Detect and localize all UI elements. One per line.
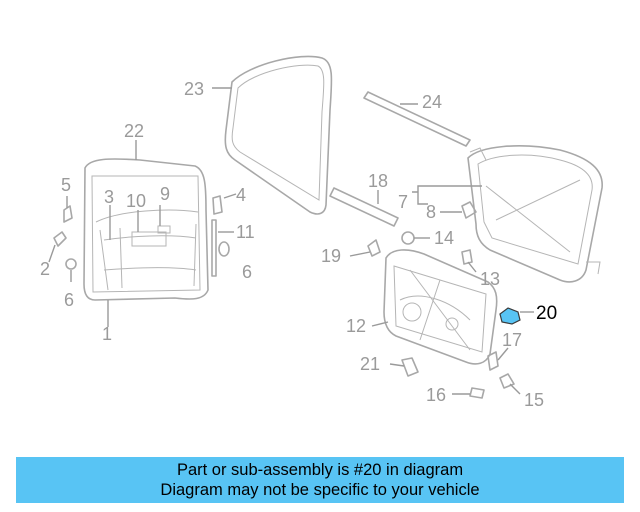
callout-17: 17 — [502, 330, 522, 350]
callout-22: 22 — [124, 121, 144, 141]
part-17-clip — [487, 351, 499, 371]
part-15-fastener — [499, 373, 515, 389]
callout-7: 7 — [398, 192, 408, 212]
callout-18: 18 — [368, 171, 388, 191]
parts-diagram: 23 24 22 3 10 9 4 11 6 5 2 6 1 18 7 8 14… — [40, 55, 603, 410]
part-4-bracket — [212, 195, 223, 215]
part-21-handle-bracket — [401, 357, 419, 377]
banner-line-disclaimer: Diagram may not be specific to your vehi… — [160, 481, 480, 499]
callout-19: 19 — [321, 246, 341, 266]
info-banner: Part or sub-assembly is #20 in diagram D… — [16, 457, 624, 503]
part-2-fastener — [53, 231, 67, 247]
callout-9: 9 — [160, 184, 170, 204]
callout-3: 3 — [104, 187, 114, 207]
callout-4: 4 — [236, 185, 246, 205]
banner-line-part: Part or sub-assembly is #20 in diagram — [176, 461, 464, 479]
leader-lines — [48, 87, 534, 395]
part-12-regulator-panel — [383, 249, 498, 365]
callout-13: 13 — [480, 269, 500, 289]
part-6-grommet-right — [218, 241, 230, 257]
part-18-strip — [329, 187, 399, 227]
callout-20: 20 — [536, 303, 557, 324]
callout-labels: 23 24 22 3 10 9 4 11 6 5 2 6 1 18 7 8 14… — [40, 79, 557, 410]
callout-2: 2 — [40, 259, 50, 279]
part-8-clip — [461, 201, 477, 219]
callout-10: 10 — [126, 191, 146, 211]
part-19-bracket — [367, 239, 381, 257]
part-16-bracket — [469, 387, 485, 399]
part-20-highlighted — [499, 307, 521, 325]
callout-11: 11 — [236, 222, 255, 242]
callout-15: 15 — [524, 390, 544, 410]
callout-14: 14 — [434, 228, 454, 248]
callout-6-right: 6 — [242, 262, 252, 282]
part-5-clip — [63, 205, 73, 223]
callout-12: 12 — [346, 316, 366, 336]
callout-1: 1 — [102, 324, 112, 344]
part-7-door-frame — [467, 145, 603, 283]
part-6-grommet-left — [65, 258, 77, 270]
part-22-door-shell — [83, 158, 209, 301]
part-13-clip — [461, 249, 473, 265]
part-14-grommet — [401, 231, 415, 245]
callout-16: 16 — [426, 385, 446, 405]
part-23-weatherstrip — [224, 55, 333, 215]
callout-21: 21 — [360, 354, 380, 374]
callout-5: 5 — [61, 175, 71, 195]
callout-6-left: 6 — [64, 290, 74, 310]
part-11-run-channel — [211, 219, 217, 277]
callout-8: 8 — [426, 202, 436, 222]
callout-23: 23 — [184, 79, 204, 99]
callout-24: 24 — [422, 92, 442, 112]
part-24-belt-molding — [363, 91, 471, 147]
